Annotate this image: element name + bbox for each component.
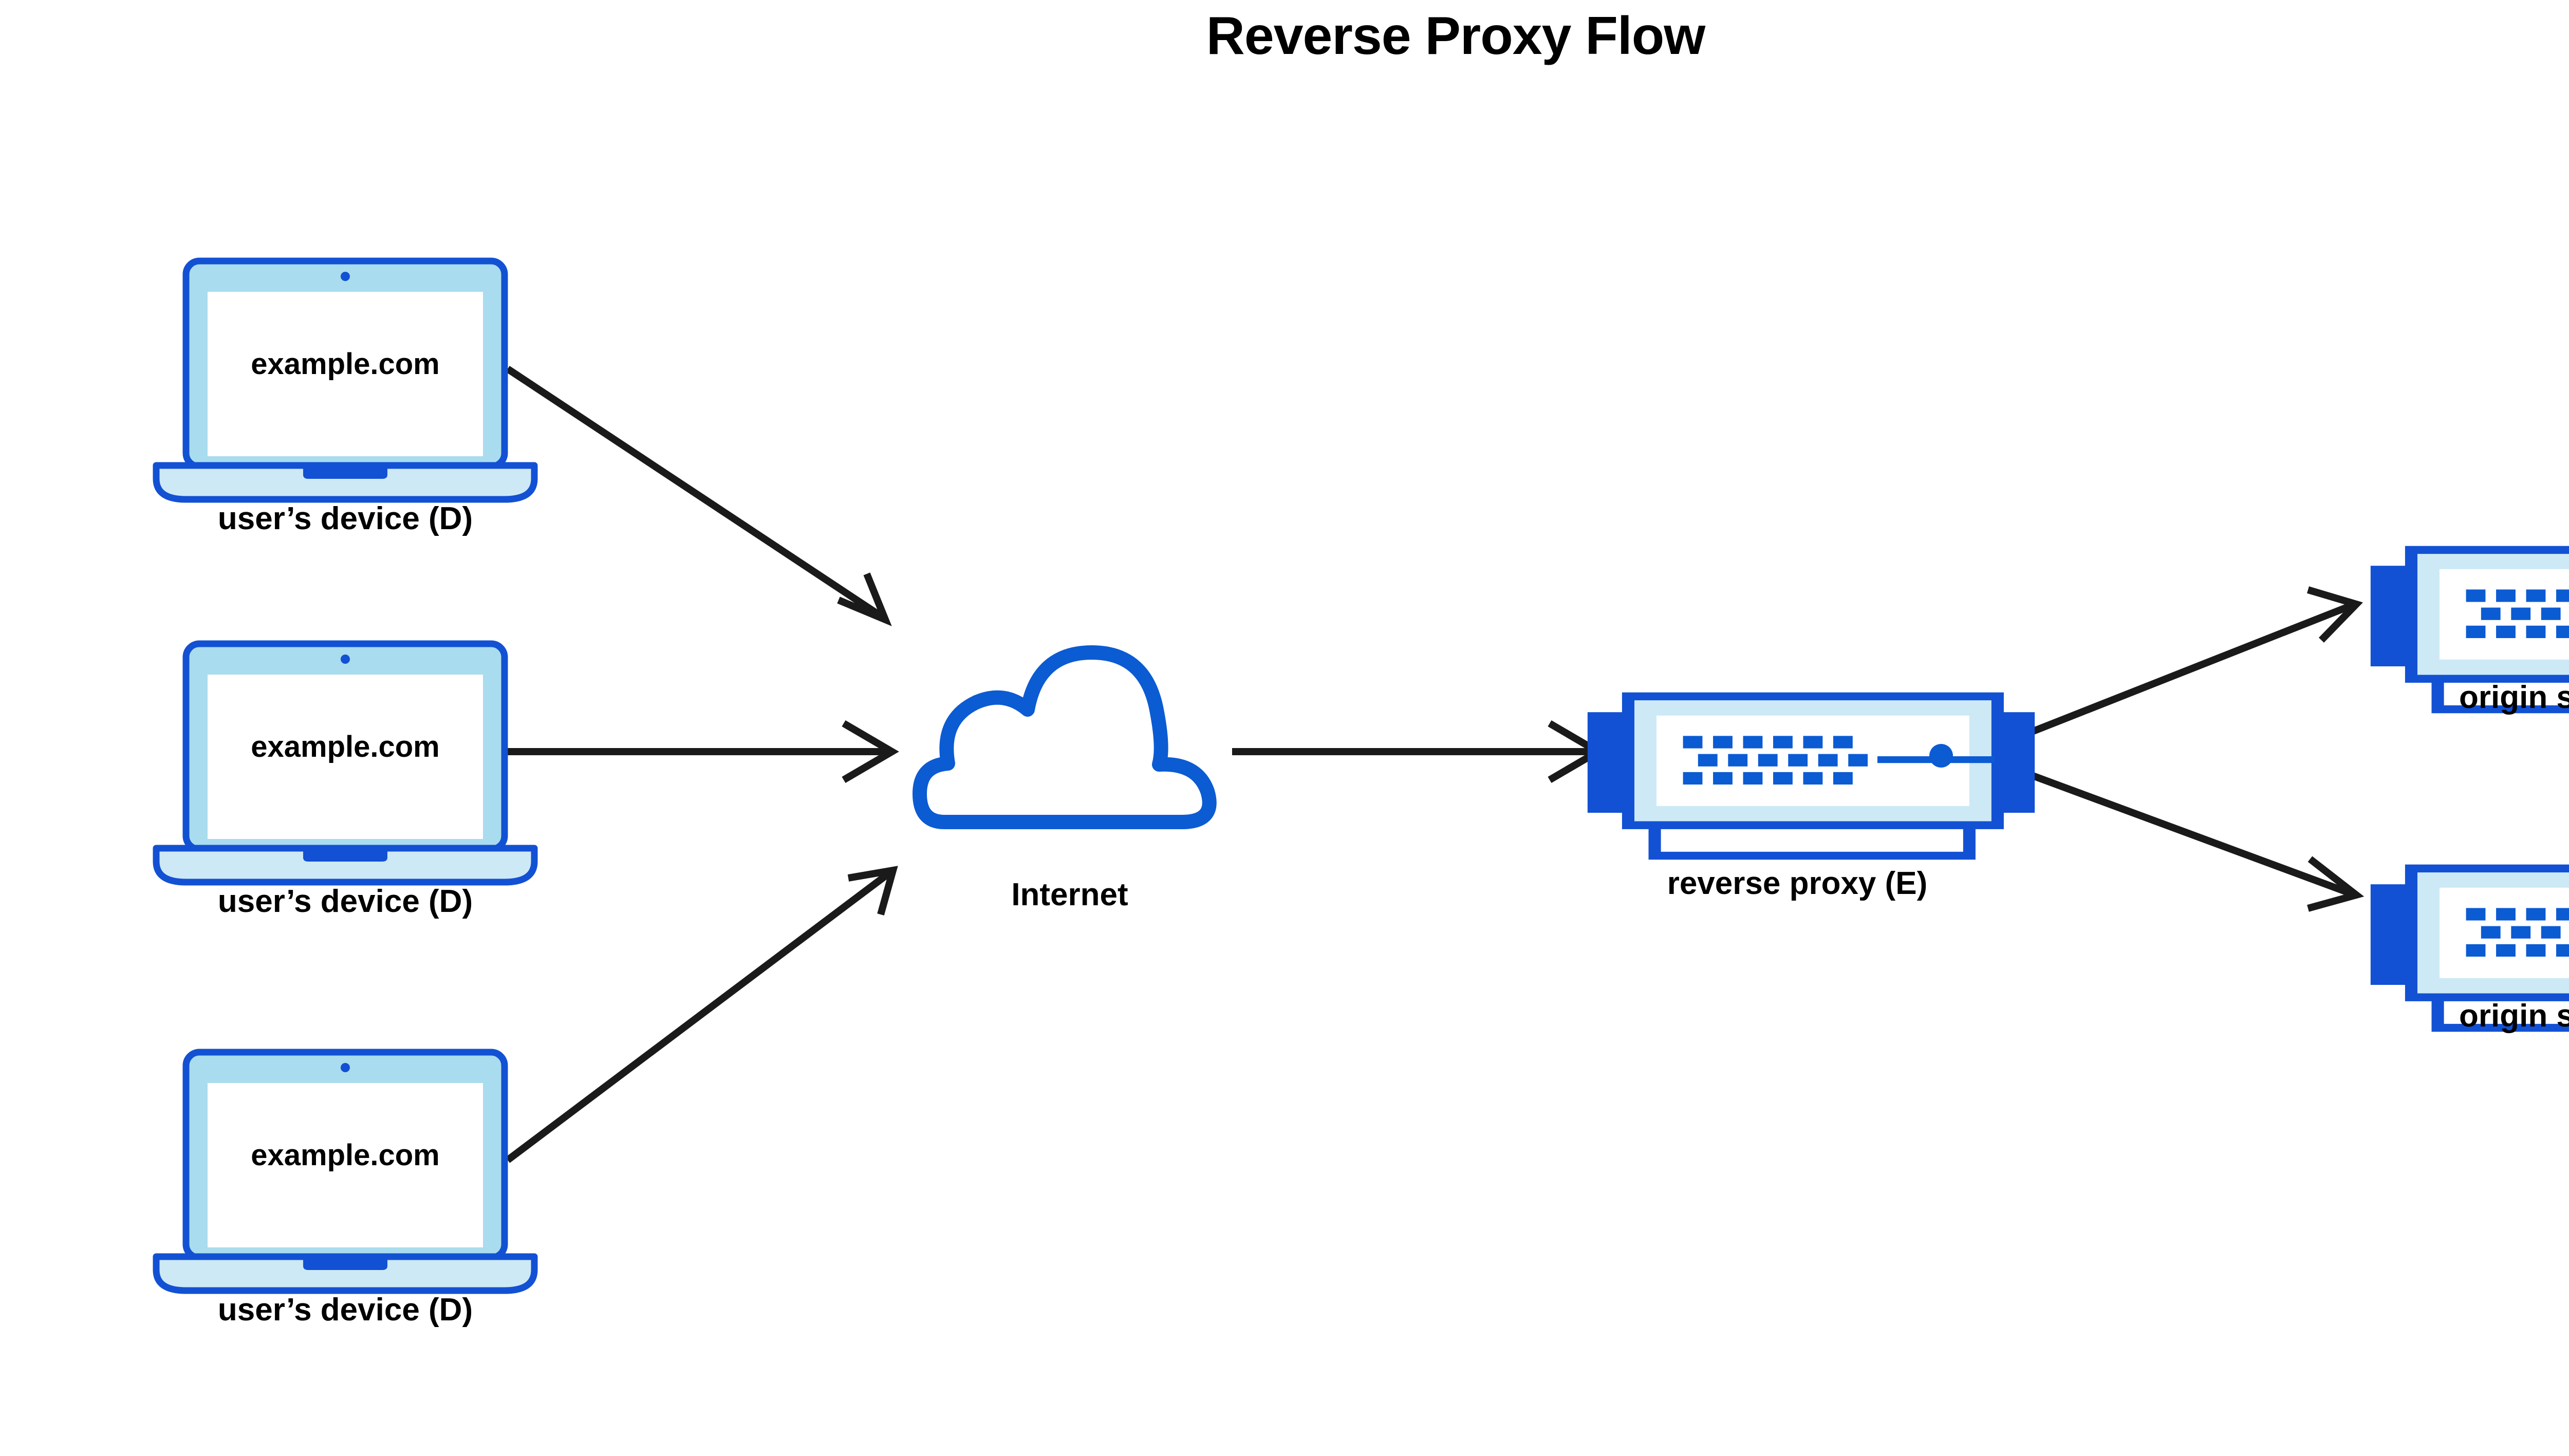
laptop-screen-text: example.com (251, 347, 440, 381)
client-bottom-node[interactable]: example.com user’s device (D) (156, 1052, 534, 1328)
edge-proxy-to-origin-bottom (2020, 768, 2365, 912)
client-bottom-label: user’s device (D) (218, 1292, 473, 1328)
client-middle-node[interactable]: example.com user’s device (D) (156, 644, 534, 919)
reverse-proxy-label: reverse proxy (E) (1667, 866, 1928, 901)
origin-top-node[interactable]: origin server (F) (2371, 550, 2569, 715)
laptop-screen-text: example.com (251, 730, 440, 763)
client-top-node[interactable]: example.com user’s device (D) (156, 261, 534, 536)
origin-bottom-node[interactable]: origin server (F) (2371, 868, 2569, 1034)
laptop-screen-text: example.com (251, 1138, 440, 1172)
edge-client-middle-to-internet (500, 720, 899, 783)
internet-label: Internet (1011, 877, 1128, 912)
reverse-proxy-node[interactable]: reverse proxy (E) (1588, 696, 2035, 901)
origin-bottom-label: origin server (F) (2459, 998, 2569, 1034)
server-icon (1588, 696, 2035, 855)
edge-proxy-to-origin-top (2020, 586, 2363, 739)
origin-top-label: origin server (F) (2459, 680, 2569, 715)
edges-layer (500, 366, 2365, 1163)
client-top-label: user’s device (D) (218, 501, 473, 536)
edge-internet-to-proxy (1232, 720, 1605, 783)
edge-client-bottom-to-internet (505, 866, 898, 1163)
cloud-icon (913, 645, 1217, 829)
page-title: Reverse Proxy Flow (1206, 6, 1706, 66)
internet-node[interactable]: Internet (913, 645, 1217, 912)
edge-client-top-to-internet (506, 366, 892, 626)
server-status-light (1929, 744, 1953, 768)
client-middle-label: user’s device (D) (218, 884, 473, 919)
